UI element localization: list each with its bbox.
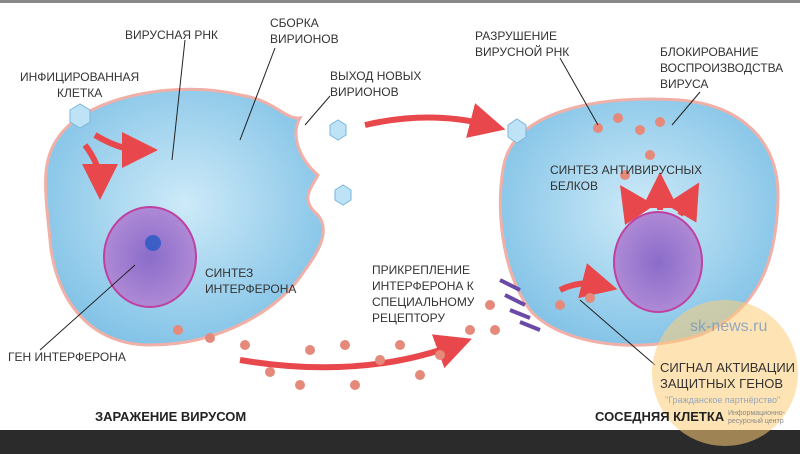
interferon-molecule bbox=[490, 325, 500, 335]
interferon-molecule bbox=[655, 117, 665, 127]
watermark-logo bbox=[652, 300, 798, 446]
interferon-molecule bbox=[395, 340, 405, 350]
infected-nucleus bbox=[103, 206, 197, 308]
interferon-molecule bbox=[240, 340, 250, 350]
label-interferon-gene: ГЕН ИНТЕРФЕРОНА bbox=[8, 350, 126, 364]
interferon-molecules bbox=[173, 113, 665, 390]
infected-cell bbox=[44, 87, 325, 347]
virions bbox=[69, 103, 527, 206]
pointer-lines bbox=[39, 39, 701, 366]
red-arrows bbox=[81, 103, 700, 371]
receptors bbox=[499, 278, 541, 332]
interferon-molecule bbox=[435, 350, 445, 360]
label-virion-assembly: СБОРКА ВИРИОНОВ bbox=[270, 16, 339, 46]
interferon-molecule bbox=[465, 325, 475, 335]
interferon-molecule bbox=[173, 325, 183, 335]
interferon-molecule bbox=[635, 125, 645, 135]
interferon-molecule bbox=[295, 380, 305, 390]
interferon-molecule bbox=[415, 370, 425, 380]
interferon-molecule bbox=[485, 300, 495, 310]
interferon-molecule bbox=[265, 367, 275, 377]
interferon-molecule bbox=[613, 113, 623, 123]
interferon-molecule bbox=[205, 333, 215, 343]
watermark-site: sk-news.ru bbox=[690, 318, 768, 335]
interferon-molecule bbox=[555, 300, 565, 310]
label-blocking: БЛОКИРОВАНИЕ ВОСПРОИЗВОДСТВА ВИРУСА bbox=[660, 45, 784, 91]
interferon-molecule bbox=[585, 293, 595, 303]
label-activation-signal: СИГНАЛ АКТИВАЦИИ ЗАЩИТНЫХ ГЕНОВ bbox=[660, 360, 796, 391]
interferon-molecule bbox=[340, 340, 350, 350]
label-virion-release: ВЫХОД НОВЫХ ВИРИОНОВ bbox=[330, 69, 422, 99]
watermark-org: "Гражданское партнёрство" bbox=[665, 395, 781, 405]
neighbor-nucleus bbox=[613, 211, 703, 313]
label-attachment: ПРИКРЕПЛЕНИЕ ИНТЕРФЕРОНА К СПЕЦИАЛЬНОМУ … bbox=[372, 263, 475, 325]
interferon-molecule bbox=[620, 170, 630, 180]
watermark-sub: Информационно- ресурсный центр bbox=[728, 410, 785, 425]
interferon-molecule bbox=[593, 123, 603, 133]
bottom-bar bbox=[0, 430, 800, 454]
interferon-molecule bbox=[350, 380, 360, 390]
label-antiviral-synthesis: СИНТЕЗ АНТИВИРУСНЫХ БЕЛКОВ bbox=[550, 163, 703, 193]
interferon-molecule bbox=[375, 355, 385, 365]
caption-infection: ЗАРАЖЕНИЕ ВИРУСОМ bbox=[95, 409, 247, 424]
caption-neighbor-cell: СОСЕДНЯЯ КЛЕТКА bbox=[595, 409, 725, 424]
label-rna-destruction: РАЗРУШЕНИЕ ВИРУСНОЙ РНК bbox=[475, 29, 570, 59]
label-interferon-synthesis: СИНТЕЗ ИНТЕРФЕРОНА bbox=[205, 266, 297, 296]
label-infected-cell: ИНФИЦИРОВАННАЯ КЛЕТКА bbox=[20, 70, 140, 100]
interferon-molecule bbox=[645, 150, 655, 160]
label-viral-rna: ВИРУСНАЯ РНК bbox=[125, 28, 218, 42]
interferon-molecule bbox=[305, 345, 315, 355]
